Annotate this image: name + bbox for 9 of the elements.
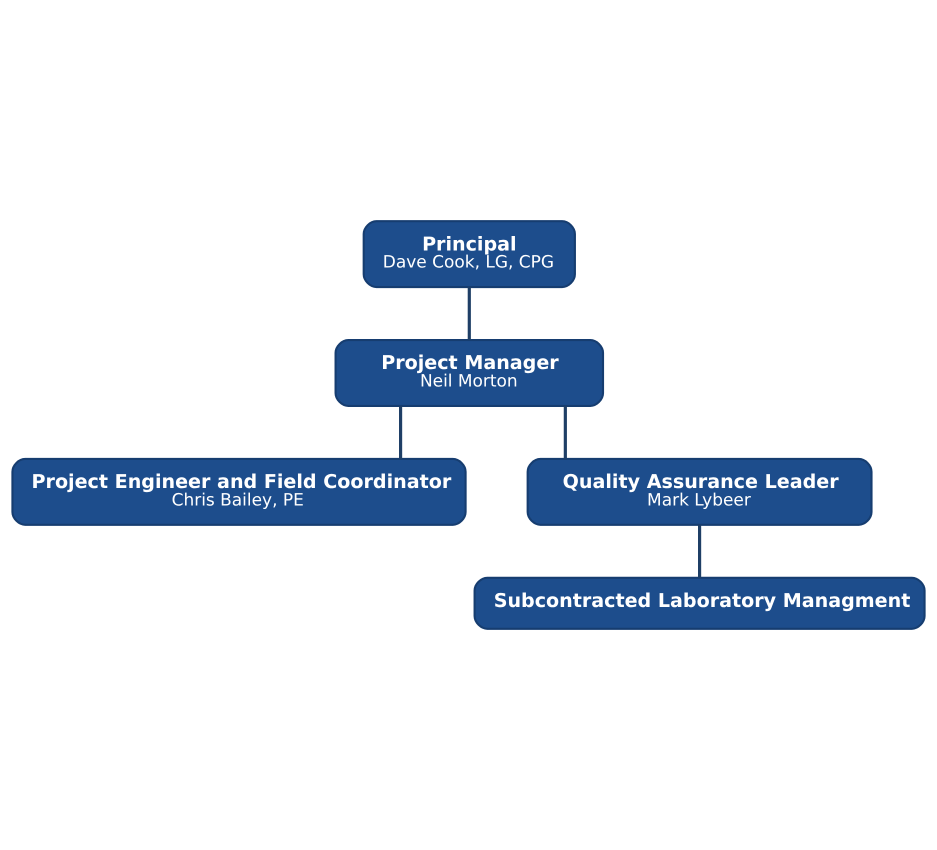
node-box: Project Manager Neil Morton [334,339,604,407]
node-box: Subcontracted Laboratory Managment [474,576,926,630]
node-box: Principal Dave Cook, LG, CPG [362,220,576,288]
connector [698,525,702,578]
node-box: Project Engineer and Field Coordinator Chris Bailey, PE [11,458,467,526]
node-box: Quality Assurance Leader Mark Lybeer [526,458,873,526]
connector [468,287,471,340]
connector [398,406,402,459]
connector [564,406,567,459]
